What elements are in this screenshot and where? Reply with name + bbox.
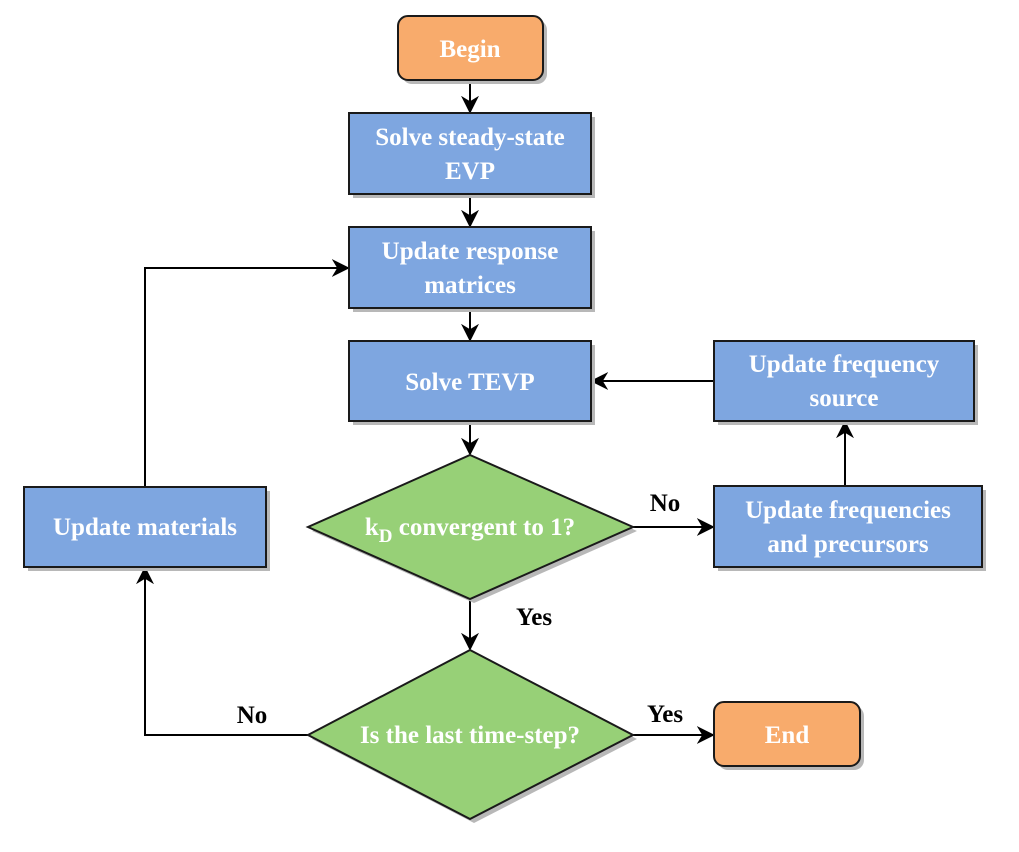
decision-last-time-step: Is the last time-step?	[305, 648, 637, 823]
freq-source-label-2: source	[810, 385, 879, 412]
update-frequency-source-node: Update frequency source	[713, 340, 978, 425]
response-label-1: Update response	[382, 238, 559, 265]
response-label-2: matrices	[424, 272, 516, 299]
steady-label-2: EVP	[445, 158, 495, 185]
decision2-label: Is the last time-step?	[360, 722, 580, 749]
edge-label-d1-no: No	[650, 490, 681, 517]
connectors	[136, 80, 854, 744]
end-node: End	[713, 701, 864, 770]
materials-label: Update materials	[53, 514, 237, 541]
arrow-decision2-no	[136, 566, 308, 736]
begin-node: Begin	[397, 15, 547, 84]
update-response-node: Update response matrices	[348, 226, 595, 312]
solve-tevp-node: Solve TEVP	[348, 340, 595, 425]
freq-source-label-1: Update frequency	[749, 351, 940, 378]
edge-label-d1-yes: Yes	[516, 604, 552, 631]
begin-label: Begin	[439, 36, 500, 63]
tevp-label: Solve TEVP	[405, 369, 534, 396]
update-frequencies-node: Update frequencies and precursors	[713, 485, 986, 571]
decision-kd-convergent: kD convergent to 1?	[305, 453, 637, 603]
decision1-label: kD convergent to 1?	[365, 514, 575, 547]
edge-label-d2-no: No	[237, 702, 268, 729]
arrow-materials-to-response	[144, 259, 350, 487]
steady-label-1: Solve steady-state	[375, 124, 565, 151]
edge-label-d2-yes: Yes	[647, 701, 683, 728]
freq-prec-label-1: Update frequencies	[745, 497, 951, 524]
end-label: End	[765, 722, 810, 749]
update-materials-node: Update materials	[23, 486, 270, 571]
freq-prec-label-2: and precursors	[767, 531, 929, 558]
solve-steady-state-node: Solve steady-state EVP	[348, 112, 595, 198]
